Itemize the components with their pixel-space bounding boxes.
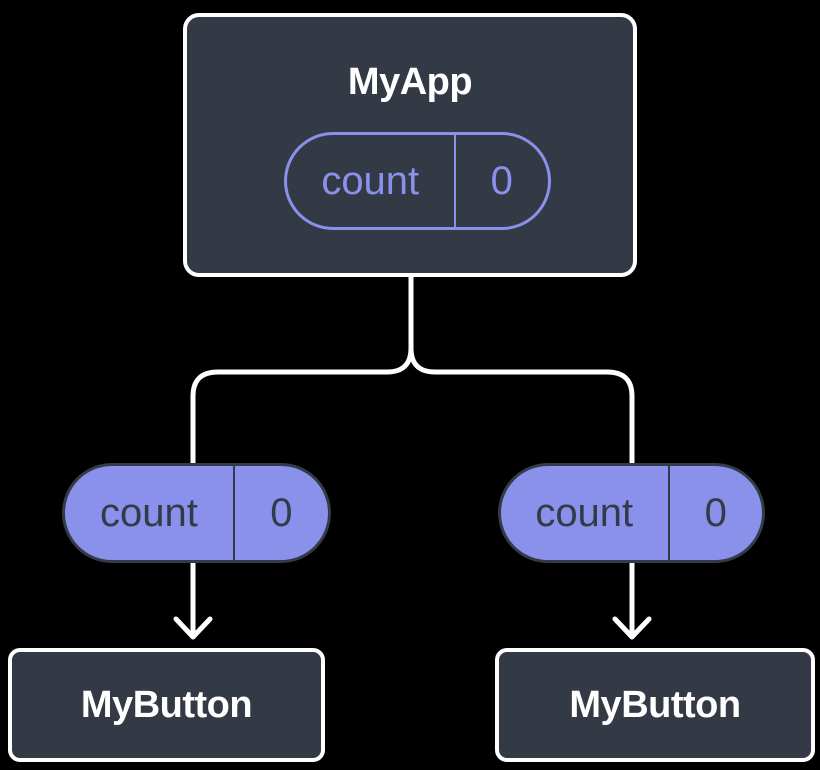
- root-state-pill: count 0: [284, 132, 551, 230]
- arrow-right-head-icon: [612, 616, 652, 640]
- root-state-pill-value: 0: [453, 135, 549, 227]
- left-prop-pill: count 0: [62, 463, 331, 563]
- right-prop-pill-label: count: [535, 490, 634, 535]
- myapp-node: MyApp count 0: [183, 13, 637, 277]
- myapp-node-title: MyApp: [347, 61, 473, 103]
- right-prop-pill: count 0: [498, 463, 765, 563]
- left-mybutton-node-title: MyButton: [80, 683, 253, 726]
- right-prop-pill-value: 0: [667, 466, 763, 560]
- root-state-pill-label: count: [321, 158, 420, 203]
- arrow-left-head-icon: [173, 616, 213, 640]
- right-mybutton-node: MyButton: [495, 648, 815, 762]
- right-mybutton-node-title: MyButton: [569, 683, 741, 726]
- left-prop-pill-label: count: [99, 490, 198, 535]
- connector-root-to-right-child: [408, 272, 635, 468]
- connector-root-to-left-child: [190, 272, 414, 468]
- left-mybutton-node: MyButton: [8, 648, 325, 762]
- left-prop-pill-value: 0: [232, 466, 328, 560]
